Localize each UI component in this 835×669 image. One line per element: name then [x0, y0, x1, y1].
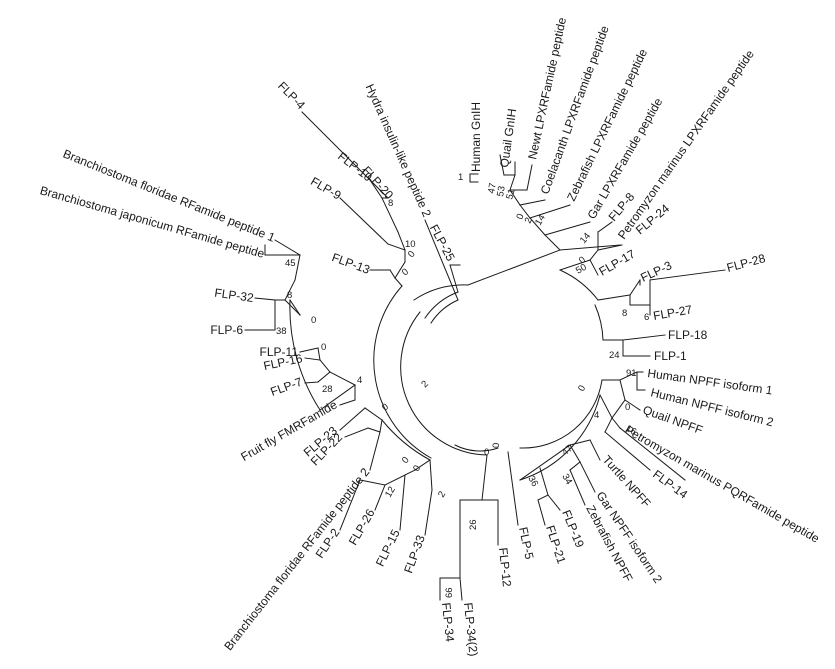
bootstrap-value: 36	[525, 474, 540, 489]
bootstrap-value: 0	[406, 249, 418, 260]
tree-backbone	[289, 269, 604, 481]
taxon-label: FLP-12	[496, 547, 514, 588]
bootstrap-value: 4	[357, 375, 362, 386]
taxon-label: FLP-7	[269, 375, 305, 399]
bootstrap-value: 1	[458, 172, 463, 183]
taxon-label: FLP-11	[260, 345, 299, 359]
taxon-label: FLP-1	[654, 349, 687, 363]
bootstrap-value: 26	[468, 519, 479, 530]
bootstrap-value: 38	[276, 326, 287, 337]
bootstrap-values: 1 47 53 51 0 2 14 14 0 50 8 6 24 0 91 0 …	[276, 172, 649, 598]
bootstrap-value: 8	[287, 290, 292, 301]
taxon-label: FLP-14	[650, 467, 690, 502]
taxon-label: Quail GnIH	[497, 108, 519, 169]
bootstrap-value: 0	[321, 342, 326, 353]
taxon-label: FLP-34	[439, 602, 457, 643]
bootstrap-value: 10	[405, 239, 416, 250]
bootstrap-value: 0	[400, 266, 411, 278]
taxon-label: FLP-25	[427, 222, 458, 264]
taxon-label: Branchiostoma floridae RFamide peptide 2	[221, 465, 372, 653]
taxon-label: FLP-6	[210, 323, 243, 337]
bootstrap-value: 45	[285, 258, 296, 269]
taxon-label: Hydra insulin-like peptide 2	[363, 82, 435, 220]
taxon-label: Petromyzon marinus PQRFamide peptide	[623, 422, 823, 545]
bootstrap-value: 2	[523, 216, 535, 225]
bootstrap-value: 14	[533, 213, 548, 228]
tree-branches	[244, 111, 726, 601]
bootstrap-value: 16	[624, 423, 639, 438]
taxon-label: FLP-13	[330, 250, 372, 277]
taxon-label: FLP-18	[668, 328, 708, 342]
bootstrap-value: 4	[594, 410, 599, 421]
bootstrap-value: 2	[419, 379, 431, 391]
bootstrap-value: 2	[436, 489, 448, 499]
bootstrap-value: 51	[504, 188, 517, 201]
bootstrap-value: 47	[486, 182, 499, 194]
taxon-label: FLP-17	[597, 247, 638, 279]
taxon-label: FLP-27	[652, 302, 694, 323]
taxon-label: FLP-15	[373, 527, 403, 569]
bootstrap-value: 0	[311, 315, 316, 326]
bootstrap-value: 0	[577, 254, 588, 266]
bootstrap-value: 50	[574, 262, 589, 277]
bootstrap-value: 53	[495, 185, 508, 197]
taxon-label: FLP-9	[308, 174, 344, 203]
taxon-label: FLP-3	[638, 258, 674, 285]
taxon-label: FLP-21	[543, 524, 569, 566]
bootstrap-value: 8	[388, 198, 393, 209]
bootstrap-value: 24	[609, 350, 620, 361]
bootstrap-value: 8	[622, 308, 627, 319]
bootstrap-value: 0	[491, 443, 502, 448]
taxon-label: FLP-5	[516, 526, 537, 561]
bootstrap-value: 6	[644, 312, 649, 323]
taxon-label: FLP-33	[401, 533, 428, 575]
bootstrap-value: 0	[576, 383, 588, 393]
bootstrap-value: 0	[400, 455, 412, 466]
bootstrap-value: 0	[380, 401, 391, 413]
bootstrap-value: 66	[444, 587, 455, 598]
taxon-label: FLP-28	[725, 251, 767, 275]
taxon-labels: Human GnIH Quail GnIH Newt LPXRFamide pe…	[38, 16, 822, 657]
bootstrap-value: 14	[578, 231, 593, 246]
taxon-label: FLP-32	[214, 286, 255, 305]
bootstrap-value: 0	[484, 447, 489, 458]
taxon-label: FLP-4	[275, 79, 308, 112]
bootstrap-value: 0	[411, 463, 423, 473]
bootstrap-value: 91	[626, 368, 637, 379]
taxon-label: FLP-34(2)	[461, 602, 481, 657]
bootstrap-value: 0	[625, 402, 630, 413]
taxon-label: Human GnIH	[469, 102, 483, 172]
bootstrap-value: 34	[559, 472, 574, 487]
taxon-label: FLP-26	[346, 506, 378, 547]
bootstrap-value: 28	[322, 384, 333, 395]
bootstrap-value: 12	[383, 485, 398, 500]
bootstrap-value: 0	[514, 212, 526, 221]
